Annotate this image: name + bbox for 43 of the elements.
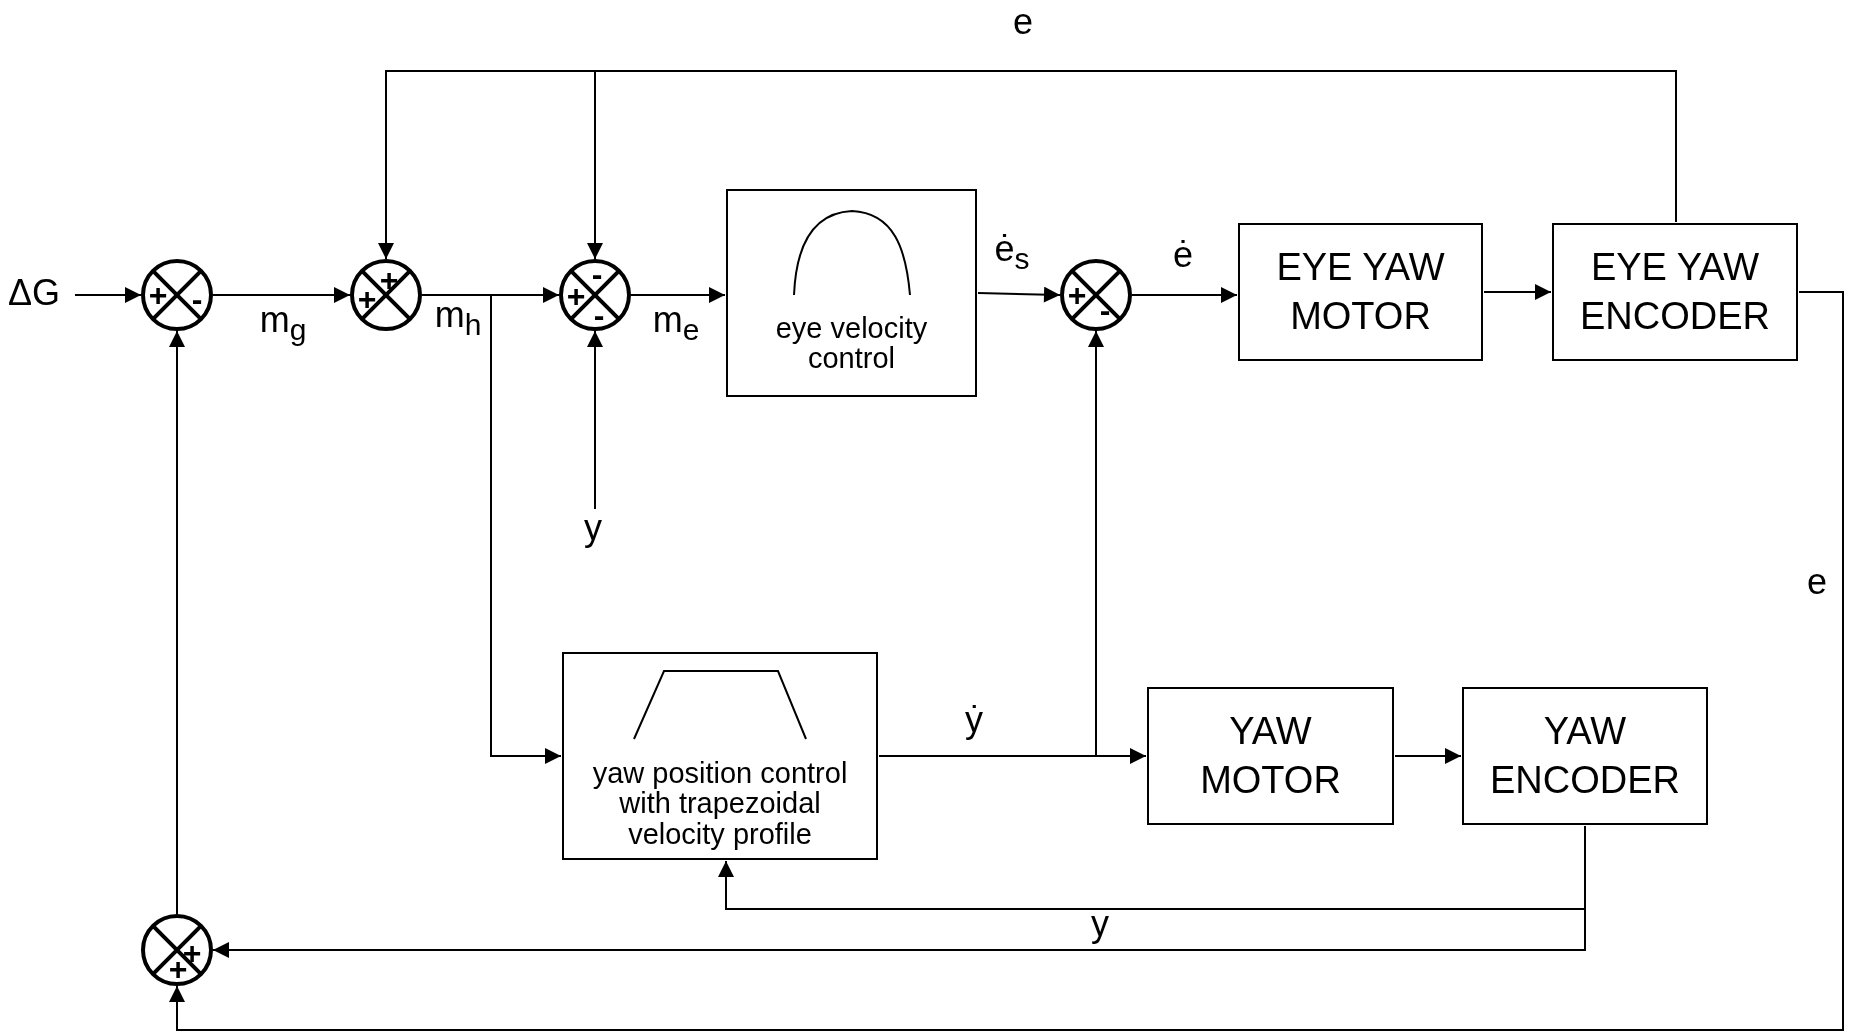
arrow xyxy=(1131,287,1238,303)
signal-label: ΔG xyxy=(8,275,61,311)
edge-label: e xyxy=(1807,562,1827,602)
block-label: YAW MOTOR xyxy=(1199,708,1342,803)
edge-label: y xyxy=(1091,904,1109,944)
arrow xyxy=(630,287,726,303)
sign-label: - xyxy=(191,283,203,315)
block-label: yaw position control with trapezoidal velocity profile xyxy=(591,757,849,850)
sign-label: + xyxy=(148,279,168,311)
block-box xyxy=(1238,223,1483,361)
edge-label: ė$_{s}$ xyxy=(994,228,1030,276)
arrow xyxy=(977,286,1061,303)
block-label: EYE YAW MOTOR xyxy=(1275,244,1446,339)
block-box xyxy=(1462,687,1708,825)
arrow xyxy=(587,70,1677,260)
block-box xyxy=(726,189,977,397)
edge-label: ė xyxy=(1173,235,1193,275)
sign-label: - xyxy=(591,258,603,290)
edge-label: m$_{g}$ xyxy=(259,299,307,347)
arrow xyxy=(212,287,351,303)
block-label: eye velocity control xyxy=(774,312,929,374)
edge-label: ẏ xyxy=(965,700,983,740)
arrow xyxy=(1394,748,1462,764)
sign-label: + xyxy=(379,264,399,296)
sign-label: + xyxy=(357,283,377,315)
arrow xyxy=(587,330,603,510)
arrow xyxy=(169,291,1844,1031)
sign-label: - xyxy=(1099,294,1111,326)
arrow xyxy=(74,287,142,303)
edge-label: e xyxy=(1013,2,1033,42)
block-box xyxy=(1147,687,1394,825)
arrow xyxy=(169,330,185,915)
sign-label: + xyxy=(1067,279,1087,311)
sign-label: + xyxy=(566,280,586,312)
sign-label: - xyxy=(593,299,605,331)
edge-label: m$_{h}$ xyxy=(434,294,482,342)
block-label: YAW ENCODER xyxy=(1489,708,1681,803)
block-label: EYE YAW ENCODER xyxy=(1579,244,1771,339)
block-box xyxy=(562,652,878,860)
block-box xyxy=(1552,223,1798,361)
edge-label: m$_{e}$ xyxy=(652,299,700,347)
arrow xyxy=(1483,284,1552,300)
signal-label: y xyxy=(584,510,602,546)
